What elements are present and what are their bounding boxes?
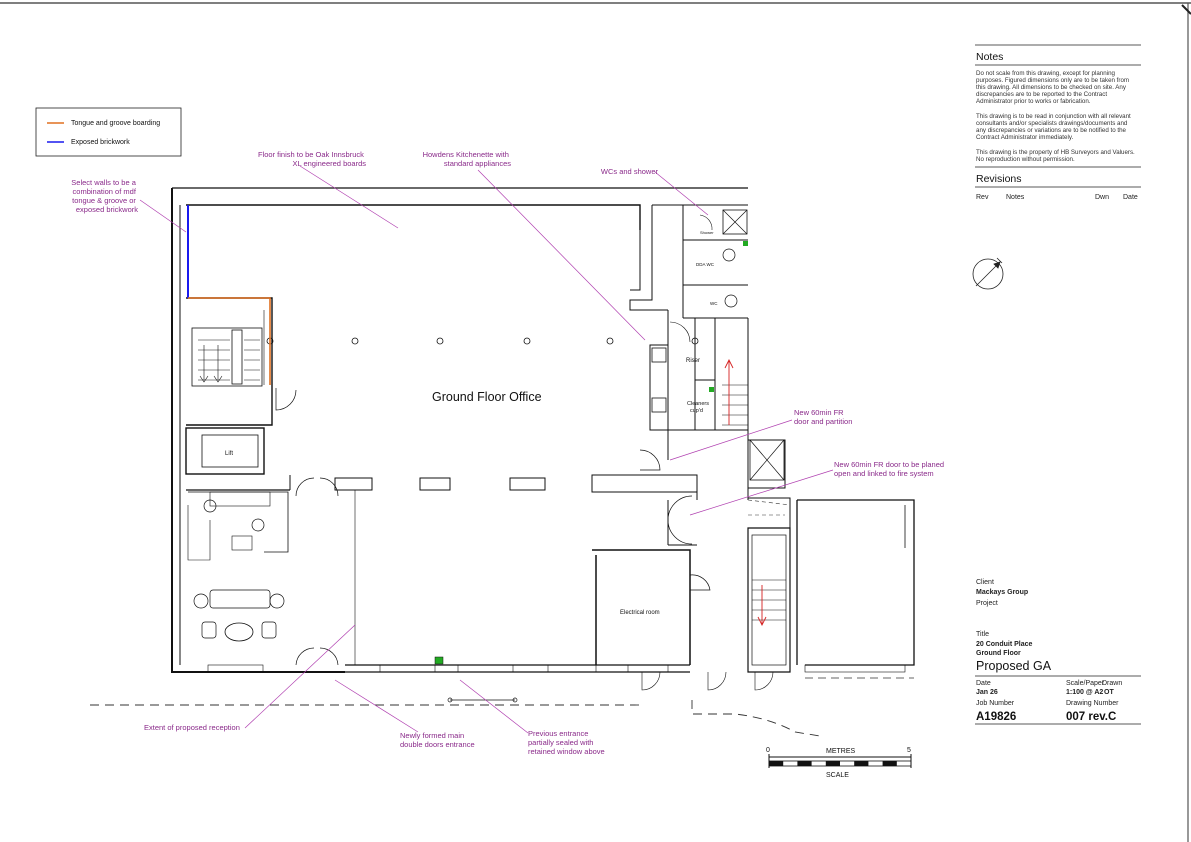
annotation-floor-finish: Floor finish to be Oak Innsbruck XL engi… [258, 150, 366, 168]
annotation-wcs: WCs and shower [601, 167, 659, 176]
room-label-riser: Riser [686, 358, 700, 364]
room-label-electrical: Electrical room [620, 610, 660, 616]
scale-bar: 0 5 METRES SCALE [766, 747, 912, 779]
title-label: Title [976, 631, 989, 638]
rev-col-dwn: Dwn [1095, 194, 1109, 201]
annotation-kitchenette: Howdens Kitchenette with standard applia… [423, 150, 512, 168]
project-label: Project [976, 600, 998, 607]
annotation-select-walls: Select walls to be a combination of mdf … [71, 178, 138, 214]
scale-end: 5 [907, 747, 911, 754]
room-label-wc: WC [710, 301, 718, 306]
client-name: Mackays Group [976, 589, 1028, 596]
job-number: A19826 [976, 711, 1016, 723]
job-label: Job Number [976, 700, 1015, 707]
title-line-2: Ground Floor [976, 650, 1021, 657]
notes-paragraph-1: Do not scale from this drawing, except f… [976, 70, 1131, 105]
rev-col-notes: Notes [1006, 194, 1025, 201]
rev-col-rev: Rev [976, 194, 989, 201]
title-block: Notes Do not scale from this drawing, ex… [972, 44, 1141, 725]
scale-unit: METRES [826, 748, 856, 755]
annotation-leaders [139, 165, 834, 734]
title-line-1: 20 Conduit Place [976, 641, 1033, 648]
scale-caption: SCALE [826, 772, 849, 779]
room-label-shower: Shower [700, 230, 714, 235]
legend-item-timber: Tongue and groove boarding [71, 120, 160, 127]
annotation-new-door-2: New 60min FR door to be planed open and … [834, 460, 946, 478]
legend-item-brick: Exposed brickwork [71, 139, 130, 146]
annotation-previous-entrance: Previous entrance partially sealed with … [528, 729, 605, 756]
annotation-new-door-1: New 60min FR door and partition [794, 408, 852, 426]
notes-paragraph-2: This drawing is to be read in conjunctio… [976, 113, 1133, 141]
drawing-title: Proposed GA [976, 659, 1052, 673]
notes-heading: Notes [976, 51, 1003, 63]
notes-paragraph-3: This drawing is the property of HB Surve… [976, 149, 1137, 163]
timber-boarding-wall [188, 297, 271, 385]
drawn-value: OT [1104, 689, 1114, 696]
drawing-number: 007 rev.C [1066, 711, 1116, 723]
scale-value: 1:100 @ A2 [1066, 689, 1103, 696]
room-label-office: Ground Floor Office [432, 390, 542, 404]
date-label: Date [976, 680, 991, 687]
client-label: Client [976, 579, 994, 586]
room-label-cleaners: Cleaners [687, 401, 709, 407]
scale-label: Scale/Paper [1066, 680, 1105, 687]
floor-plan [90, 187, 915, 737]
room-label-lift: Lift [225, 451, 233, 457]
drawn-label: Drawn [1102, 680, 1122, 687]
stair-arrow-red [724, 358, 734, 425]
green-marker [743, 241, 748, 246]
north-arrow-icon [972, 257, 1004, 290]
room-label-cleaners-2: cup'd [690, 408, 703, 414]
date-value: Jan 26 [976, 689, 998, 696]
revisions-heading: Revisions [976, 173, 1022, 185]
scale-start: 0 [766, 747, 770, 754]
annotation-reception: Extent of proposed reception [144, 723, 240, 732]
green-marker [434, 656, 444, 665]
room-label-dda-wc: DDA WC [696, 262, 715, 267]
rev-col-date: Date [1123, 194, 1138, 201]
green-marker [709, 387, 714, 392]
stair-arrow-red-2 [757, 585, 767, 627]
drawing-number-label: Drawing Number [1066, 700, 1119, 707]
annotation-main-entrance: Newly formed main double doors entrance [400, 731, 475, 749]
corner-mark [1181, 4, 1191, 15]
legend: Tongue and groove boarding Exposed brick… [35, 107, 182, 157]
